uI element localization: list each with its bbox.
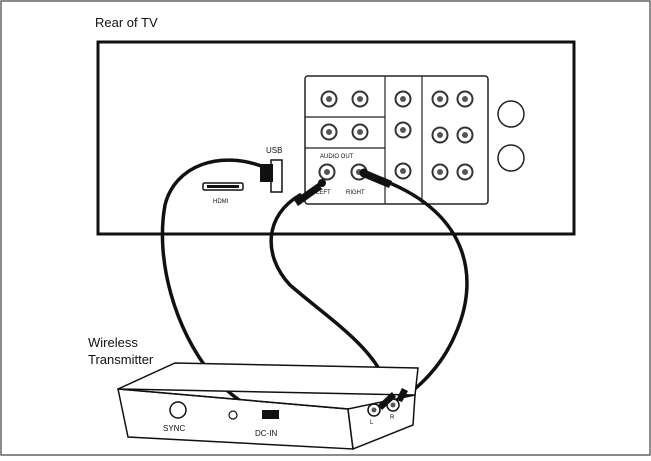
rca-jack [320, 90, 338, 108]
rca-jack [394, 90, 412, 108]
transmitter-left-jack [367, 403, 381, 417]
hdmi-port [202, 182, 244, 191]
rca-jack [351, 123, 369, 141]
round-port [497, 100, 525, 128]
audio-right-label: RIGHT [346, 190, 365, 196]
transmitter-title-line2: Transmitter [88, 352, 154, 367]
transmitter-right-plug [396, 388, 408, 402]
audio-right-cable [383, 179, 469, 404]
transmitter-r-label: R [390, 415, 395, 421]
tv-title: Rear of TV [95, 15, 158, 30]
rca-jack [456, 126, 474, 144]
rca-jack [431, 90, 449, 108]
sync-label: SYNC [163, 424, 185, 433]
dc-in-plug [262, 410, 279, 419]
audio-left-label: LEFT [316, 190, 331, 196]
cables [160, 158, 469, 417]
dc-in-label: DC-IN [255, 429, 277, 438]
audio-left-cable [269, 193, 392, 397]
rca-jack [394, 162, 412, 180]
rca-jack [320, 123, 338, 141]
rca-jack [456, 163, 474, 181]
usb-label: USB [266, 146, 282, 155]
audio-out-left-jack [318, 163, 336, 181]
hdmi-label: HDMI [213, 199, 229, 205]
rca-jack [351, 90, 369, 108]
rca-jack [431, 126, 449, 144]
transmitter-l-label: L [370, 420, 374, 426]
sync-button [169, 401, 187, 419]
rca-jack [431, 163, 449, 181]
transmitter-title-line1: Wireless [88, 335, 138, 350]
audio-out-label: AUDIO OUT [320, 154, 354, 160]
wireless-transmitter [117, 362, 419, 451]
av-jack-panel: AUDIO OUT LEFT RIGHT [304, 75, 489, 205]
usb-plug [260, 164, 273, 182]
usb-power-cable [160, 158, 272, 417]
rca-jack [456, 90, 474, 108]
transmitter-left-plug [378, 392, 396, 410]
indicator-led [228, 410, 238, 420]
left-rca-plug [294, 179, 326, 206]
round-port [497, 144, 525, 172]
right-rca-plug [359, 168, 392, 188]
rca-jack [394, 121, 412, 139]
